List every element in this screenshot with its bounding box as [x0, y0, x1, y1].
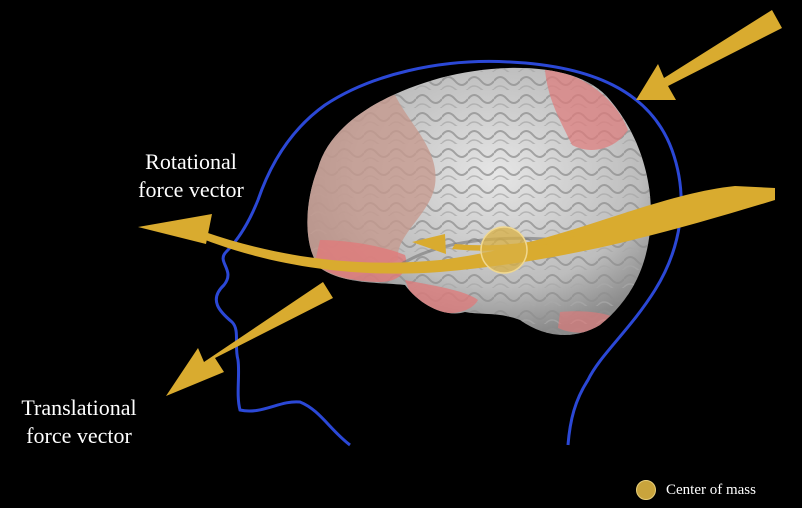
legend-label: Center of mass — [666, 482, 756, 499]
rotational-force-label: Rotational force vector — [120, 148, 262, 204]
translational-label-line2: force vector — [6, 422, 152, 450]
translational-label-line1: Translational — [6, 394, 152, 422]
translational-force-arrow — [166, 282, 333, 396]
center-of-mass-legend-icon — [636, 480, 656, 500]
rotational-label-line2: force vector — [120, 176, 262, 204]
incoming-force-arrow — [636, 10, 782, 100]
legend: Center of mass — [636, 480, 756, 500]
center-of-mass-marker — [481, 227, 527, 273]
translational-force-label: Translational force vector — [6, 394, 152, 450]
brain — [300, 60, 660, 350]
rotational-label-line1: Rotational — [120, 148, 262, 176]
